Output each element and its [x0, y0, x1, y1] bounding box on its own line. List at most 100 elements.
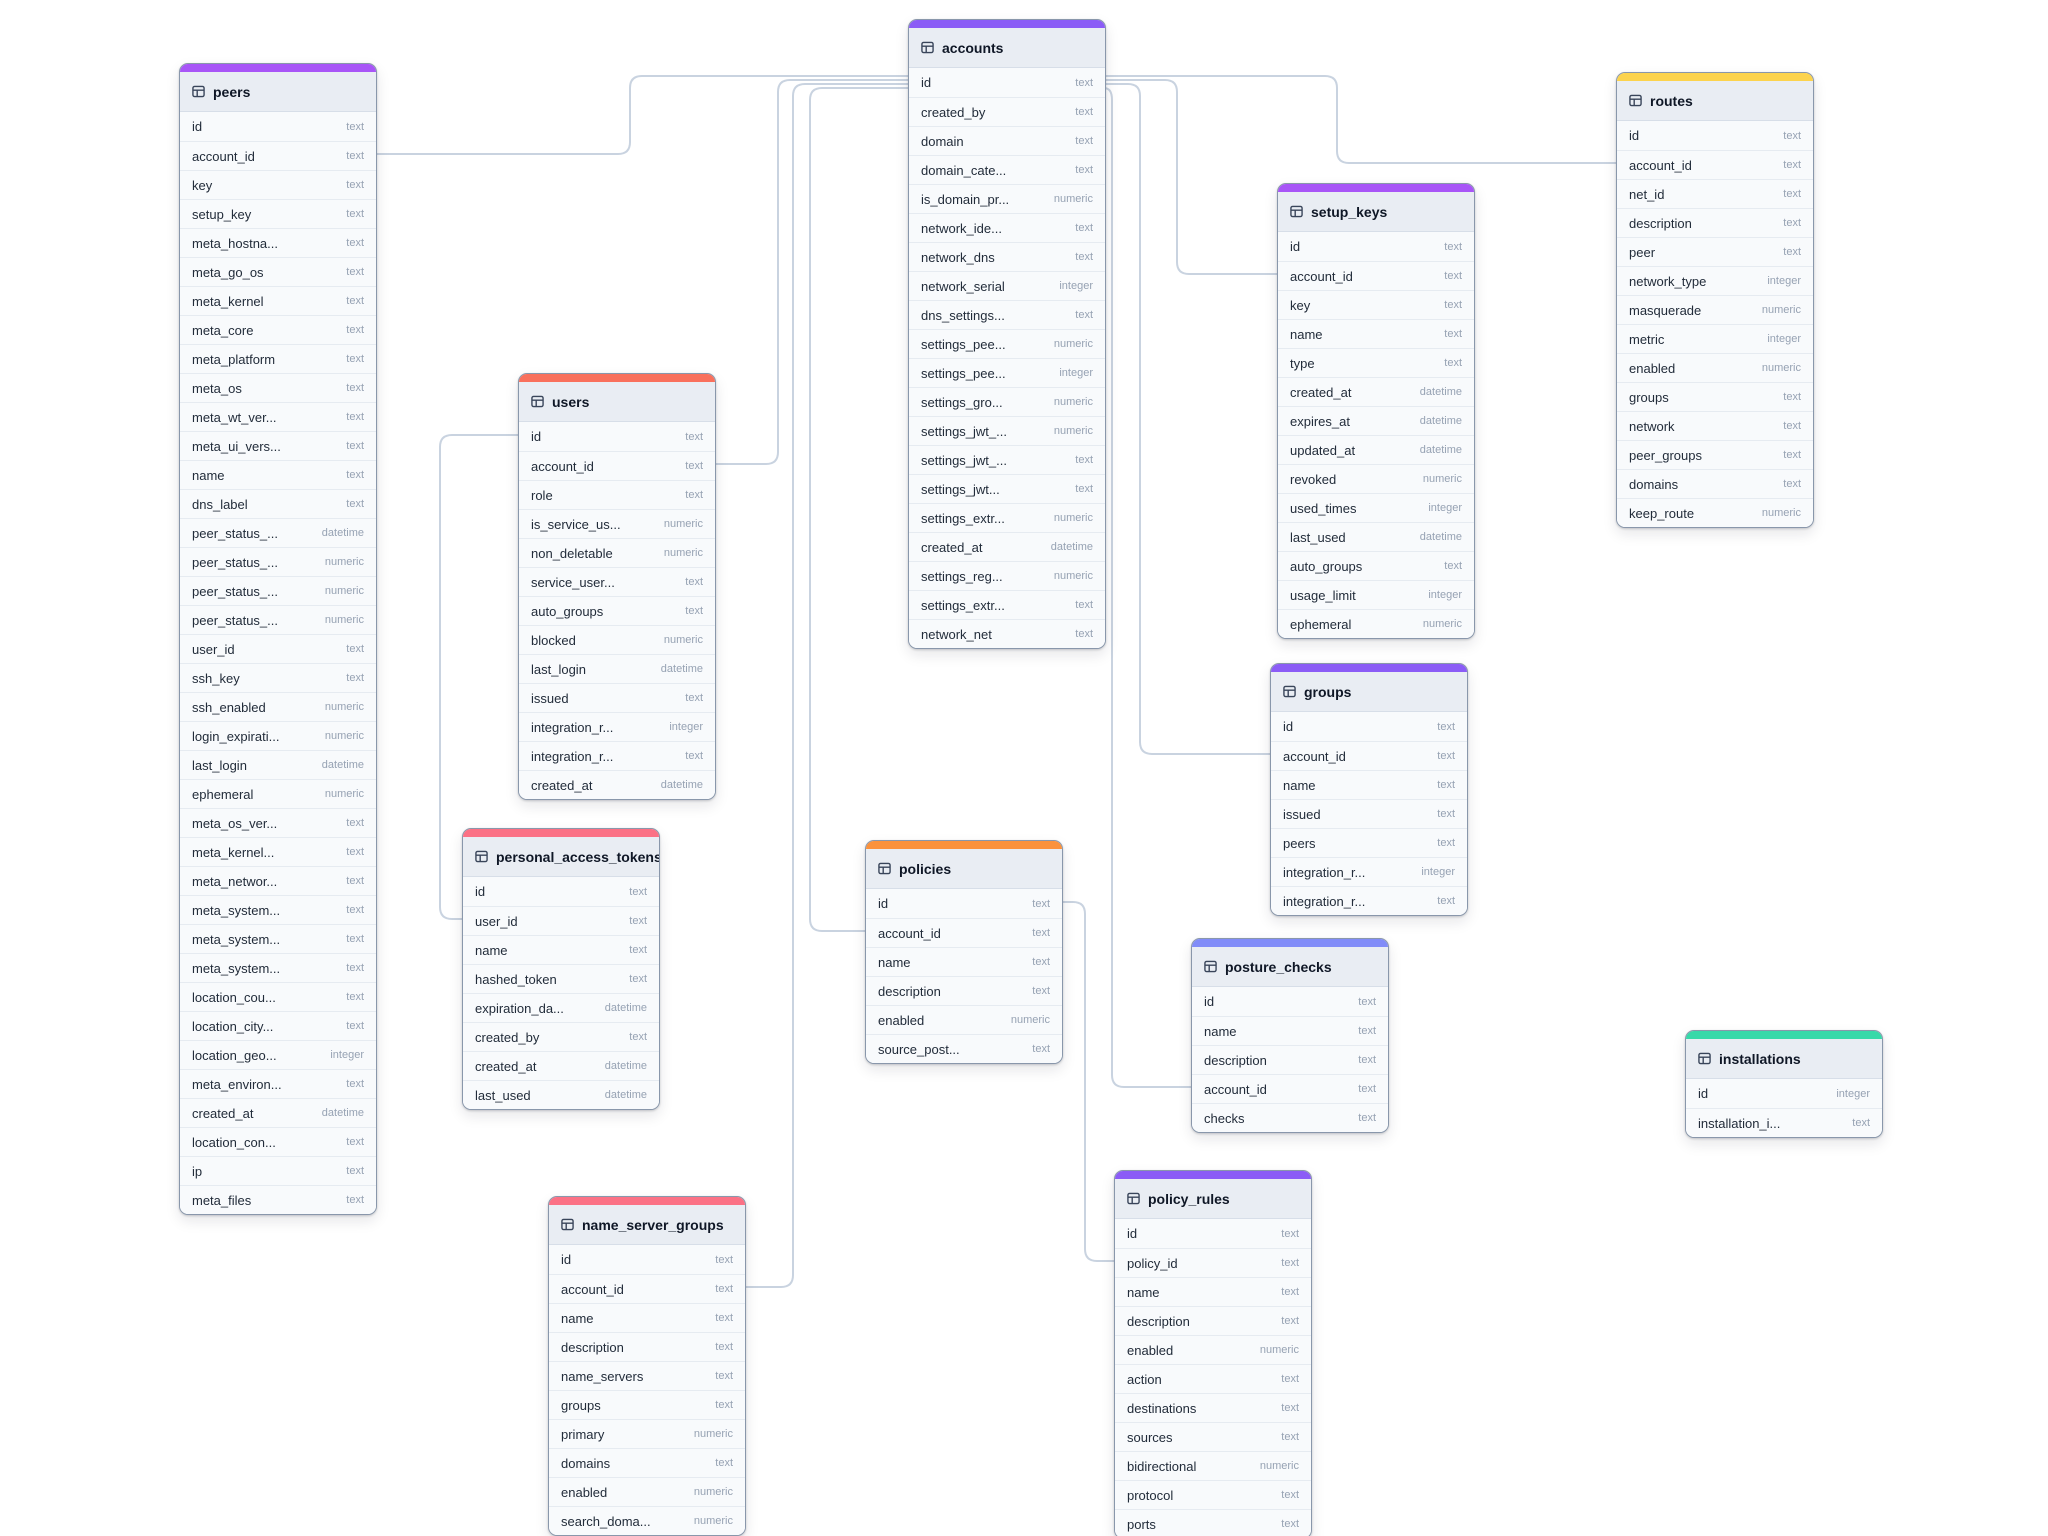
entity-table[interactable]: setup_keys id text account_id text key t…: [1277, 183, 1475, 639]
table-field-row: created_by text: [463, 1022, 659, 1051]
table-name: policies: [899, 860, 952, 877]
field-type: numeric: [693, 1515, 733, 1527]
entity-table[interactable]: accounts id text created_by text domain …: [908, 19, 1106, 649]
table-header[interactable]: users: [519, 382, 715, 422]
field-name: groups: [1629, 389, 1669, 405]
field-name: user_id: [475, 913, 518, 929]
table-header[interactable]: name_server_groups: [549, 1205, 745, 1245]
table-accent-bar: [1115, 1171, 1311, 1179]
field-name: description: [1127, 1313, 1190, 1329]
table-name: accounts: [942, 39, 1004, 56]
table-header[interactable]: policy_rules: [1115, 1179, 1311, 1219]
field-name: id: [475, 884, 486, 899]
table-rows: id text account_id text name text descri…: [549, 1245, 745, 1535]
field-type: numeric: [663, 518, 703, 530]
field-type: text: [1444, 299, 1462, 311]
entity-table[interactable]: peers id text account_id text key text s…: [179, 63, 377, 1215]
field-type: text: [629, 885, 647, 898]
field-type: text: [1358, 1025, 1376, 1037]
entity-table[interactable]: groups id text account_id text name text…: [1270, 663, 1468, 916]
table-header[interactable]: posture_checks: [1192, 947, 1388, 987]
field-type: text: [1358, 995, 1376, 1008]
field-name: enabled: [1629, 360, 1676, 376]
table-header[interactable]: personal_access_tokens: [463, 837, 659, 877]
field-type: text: [1281, 1518, 1299, 1530]
table-icon: [475, 850, 488, 863]
table-field-row: role text: [519, 480, 715, 509]
field-name: name_servers: [561, 1368, 644, 1384]
field-type: text: [685, 460, 703, 472]
field-type: integer: [1836, 1087, 1870, 1100]
table-field-row: account_id text: [549, 1274, 745, 1303]
field-type: text: [1852, 1117, 1870, 1129]
table-name: policy_rules: [1148, 1190, 1230, 1207]
table-header[interactable]: peers: [180, 72, 376, 112]
table-field-row: non_deletable numeric: [519, 538, 715, 567]
table-header[interactable]: policies: [866, 849, 1062, 889]
field-type: text: [1075, 76, 1093, 89]
field-name: id: [921, 75, 932, 90]
table-header[interactable]: groups: [1271, 672, 1467, 712]
entity-table[interactable]: users id text account_id text role text …: [518, 373, 716, 800]
table-field-row: id integer: [1686, 1079, 1882, 1108]
field-type: numeric: [324, 585, 364, 597]
field-name: user_id: [192, 641, 235, 657]
field-type: text: [1783, 217, 1801, 229]
table-field-row: meta_hostna... text: [180, 228, 376, 257]
field-name: type: [1290, 355, 1315, 371]
field-type: text: [715, 1399, 733, 1411]
field-name: integration_r...: [531, 748, 614, 764]
entity-table[interactable]: name_server_groups id text account_id te…: [548, 1196, 746, 1536]
field-type: text: [1437, 837, 1455, 849]
table-header[interactable]: routes: [1617, 81, 1813, 121]
field-name: network_dns: [921, 249, 995, 265]
field-name: hashed_token: [475, 971, 557, 987]
field-type: text: [1075, 454, 1093, 466]
field-name: peer_status_...: [192, 525, 278, 541]
table-icon: [1283, 685, 1296, 698]
table-icon: [1127, 1192, 1140, 1205]
table-name: groups: [1304, 683, 1352, 700]
table-field-row: ssh_key text: [180, 663, 376, 692]
connector-accounts-posture-checks: [1103, 87, 1192, 1088]
field-name: account_id: [561, 1281, 624, 1297]
field-type: numeric: [324, 788, 364, 800]
entity-table[interactable]: policies id text account_id text name te…: [865, 840, 1063, 1064]
field-name: enabled: [561, 1484, 608, 1500]
field-name: installation_i...: [1698, 1115, 1781, 1131]
entity-table[interactable]: routes id text account_id text net_id te…: [1616, 72, 1814, 528]
table-header[interactable]: accounts: [909, 28, 1105, 68]
field-name: masquerade: [1629, 302, 1702, 318]
table-field-row: meta_system... text: [180, 953, 376, 982]
field-name: id: [1698, 1086, 1709, 1101]
field-type: text: [1783, 478, 1801, 490]
field-type: text: [1075, 483, 1093, 495]
field-name: groups: [561, 1397, 601, 1413]
entity-table[interactable]: installations id integer installation_i.…: [1685, 1030, 1883, 1138]
field-type: text: [346, 643, 364, 655]
field-name: metric: [1629, 331, 1665, 347]
entity-table[interactable]: personal_access_tokens id text user_id t…: [462, 828, 660, 1110]
field-name: destinations: [1127, 1400, 1197, 1416]
table-field-row: settings_gro... numeric: [909, 387, 1105, 416]
field-name: meta_os_ver...: [192, 815, 278, 831]
field-type: datetime: [1419, 531, 1462, 543]
table-field-row: meta_kernel... text: [180, 837, 376, 866]
field-name: peer_groups: [1629, 447, 1702, 463]
entity-table[interactable]: posture_checks id text name text descrip…: [1191, 938, 1389, 1133]
field-name: enabled: [1127, 1342, 1174, 1358]
table-name: installations: [1719, 1050, 1801, 1067]
table-header[interactable]: installations: [1686, 1039, 1882, 1079]
field-type: text: [1358, 1112, 1376, 1124]
table-field-row: hashed_token text: [463, 964, 659, 993]
table-header[interactable]: setup_keys: [1278, 192, 1474, 232]
table-name: posture_checks: [1225, 958, 1332, 975]
table-accent-bar: [1278, 184, 1474, 192]
entity-table[interactable]: policy_rules id text policy_id text name…: [1114, 1170, 1312, 1536]
table-field-row: domain_cate... text: [909, 155, 1105, 184]
field-name: account_id: [192, 148, 255, 164]
field-name: id: [1629, 128, 1640, 143]
table-name: name_server_groups: [582, 1216, 724, 1233]
table-field-row: integration_r... text: [519, 741, 715, 770]
